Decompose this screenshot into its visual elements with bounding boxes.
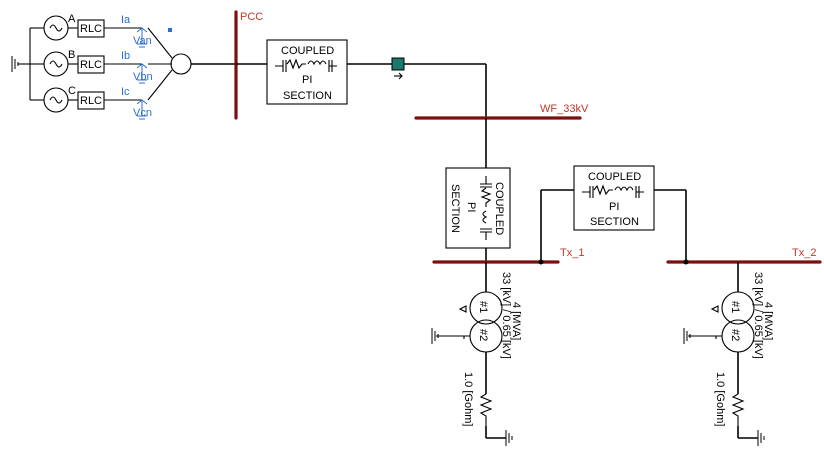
current-ia-label: Ia [121,14,131,26]
coupled-pi-section-2: COUPLED PI SECTION [445,167,511,249]
junction-dot [538,259,544,265]
source-a [43,15,142,41]
svg-text:COUPLED: COUPLED [588,171,641,183]
source-ground-symbol [11,56,30,72]
voltage-vcn-label: Vcn [133,107,152,119]
rlc-b-label: RLC [80,59,102,71]
wf-bus-label: WF_33kV [540,103,589,115]
voltage-meter-symbols [136,27,148,120]
source-c [43,87,142,113]
junction-dot [683,259,689,265]
svg-text:33 [kV] / 0.65 [kV]: 33 [kV] / 0.65 [kV] [752,272,764,359]
coupled-pi-section-1: COUPLED PI SECTION [266,39,348,105]
svg-text:COUPLED: COUPLED [281,45,334,57]
phase-b-label: B [68,49,75,61]
rlc-a-label: RLC [80,23,102,35]
breaker-symbol [391,57,405,71]
svg-text:#2: #2 [477,329,489,341]
three-phase-connector [170,53,192,75]
voltage-van-label: Van [133,35,152,47]
svg-text:4 [MVA]: 4 [MVA] [762,302,774,340]
tx1-bus-label: Tx_1 [560,247,584,259]
svg-text:COUPLED: COUPLED [493,182,505,235]
current-ic-label: Ic [121,86,130,98]
svg-text:1.0 [Gohm]: 1.0 [Gohm] [462,372,474,426]
svg-text:SECTION: SECTION [590,216,639,228]
phase-a-label: A [68,13,76,25]
svg-text:33 [kV] / 0.65 [kV]: 33 [kV] / 0.65 [kV] [500,272,512,359]
node-marker [168,28,172,32]
svg-text:4 [MVA]: 4 [MVA] [510,302,522,340]
svg-text:1.0 [Gohm]: 1.0 [Gohm] [714,372,726,426]
current-ib-label: Ib [121,50,130,62]
transformer-branch-1: #1 #2 4 [MVA] 33 [kV] / 0.65 [kV] 1.0 [G… [431,262,522,446]
pcc-bus-label: PCC [240,11,263,23]
svg-text:SECTION: SECTION [283,90,332,102]
svg-text:PI: PI [465,202,477,212]
transformer-branch-2: #1 #2 4 [MVA] 33 [kV] / 0.65 [kV] 1.0 [G… [683,262,774,446]
coupled-pi-section-3: COUPLED PI SECTION [573,165,655,231]
transformer-1-winding-1 [469,291,503,325]
svg-text:PI: PI [609,201,619,213]
svg-text:PI: PI [302,74,312,86]
tx2-bus-label: Tx_2 [792,247,816,259]
source-b [43,51,142,77]
voltage-vbn-label: Vbn [133,71,153,83]
svg-text:SECTION: SECTION [449,184,461,233]
svg-text:#1: #1 [477,301,489,313]
svg-text:#1: #1 [729,301,741,313]
phase-c-label: C [68,85,76,97]
rlc-c-label: RLC [80,95,102,107]
transformer-2-winding-1 [721,291,755,325]
svg-text:#2: #2 [729,329,741,341]
source-section: A B C RLC RLC RLC Ia Ib Ic Van Vbn Vcn [11,13,236,120]
